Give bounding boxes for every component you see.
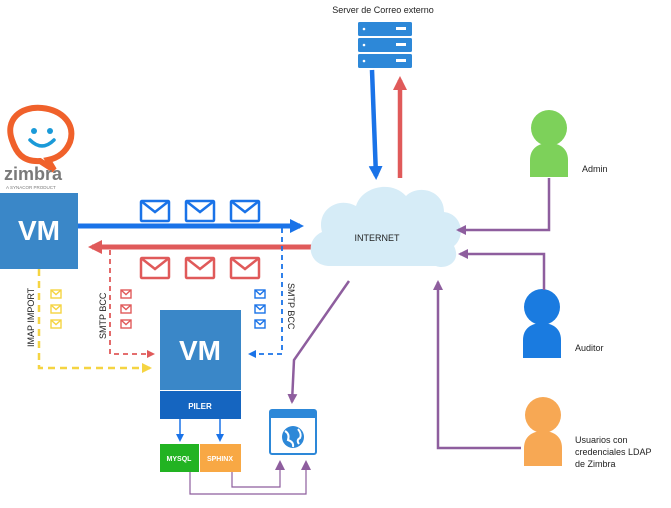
smtp-bcc-left-label: SMTP BCC [98, 292, 108, 339]
envelope-icon [120, 289, 132, 299]
server-label: Server de Correo externo [332, 5, 434, 15]
zimbra-wordmark: zimbra [4, 164, 63, 184]
piler-vm-label: VM [179, 335, 221, 366]
users-label-line3: de Zimbra [575, 459, 616, 469]
auditor-connection [458, 249, 546, 290]
mysql-to-web-connection [189, 460, 311, 495]
zimbra-tagline: A SYNACOR PRODUCT [6, 185, 56, 190]
users-label-line2: credenciales LDAP [575, 447, 652, 457]
person-icon [524, 397, 562, 466]
smtp-bcc-right-line [248, 228, 283, 358]
users-label-line1: Usuarios con [575, 435, 628, 445]
imap-import-label: IMAP IMPORT [26, 287, 36, 347]
piler-vm-box [160, 310, 241, 390]
main-vm-label: VM [18, 215, 60, 246]
envelope-icon [50, 289, 62, 299]
admin-label: Admin [582, 164, 608, 174]
smtp-bcc-right-label: SMTP BCC [286, 283, 296, 330]
envelope-icon [254, 289, 266, 299]
envelope-icon [120, 319, 132, 329]
envelope-icon [184, 199, 216, 223]
envelope-icon [50, 304, 62, 314]
auditor-label: Auditor [575, 343, 604, 353]
sphinx-to-web-connection [231, 460, 285, 488]
envelope-icon [139, 199, 171, 223]
server-rack-icon [358, 22, 412, 68]
internet-to-web-connection [287, 280, 351, 404]
sphinx-label: SPHINX [207, 456, 233, 463]
cloud-icon [310, 186, 461, 268]
person-icon [523, 289, 561, 358]
users-connection [433, 280, 521, 450]
envelope-icon [229, 256, 261, 280]
envelope-icon [254, 319, 266, 329]
imap-import-line [37, 269, 152, 373]
main-vm-box [0, 193, 78, 269]
internet-label: INTERNET [355, 233, 401, 243]
envelope-icon [229, 199, 261, 223]
person-icon [530, 110, 568, 177]
envelope-icon [120, 304, 132, 314]
envelope-icon [184, 256, 216, 280]
browser-globe-icon [269, 409, 317, 455]
mysql-label: MYSQL [167, 456, 193, 463]
server-to-internet-arrow [368, 69, 383, 180]
admin-connection [456, 178, 551, 235]
zimbra-logo [7, 104, 75, 173]
piler-label: PILER [188, 402, 212, 411]
mysql-box [160, 444, 199, 472]
piler-bar [160, 391, 241, 419]
smtp-bcc-left-line [109, 250, 155, 358]
envelope-icon [254, 304, 266, 314]
sphinx-box [200, 444, 241, 472]
envelope-icon [50, 319, 62, 329]
envelope-icon [139, 256, 171, 280]
